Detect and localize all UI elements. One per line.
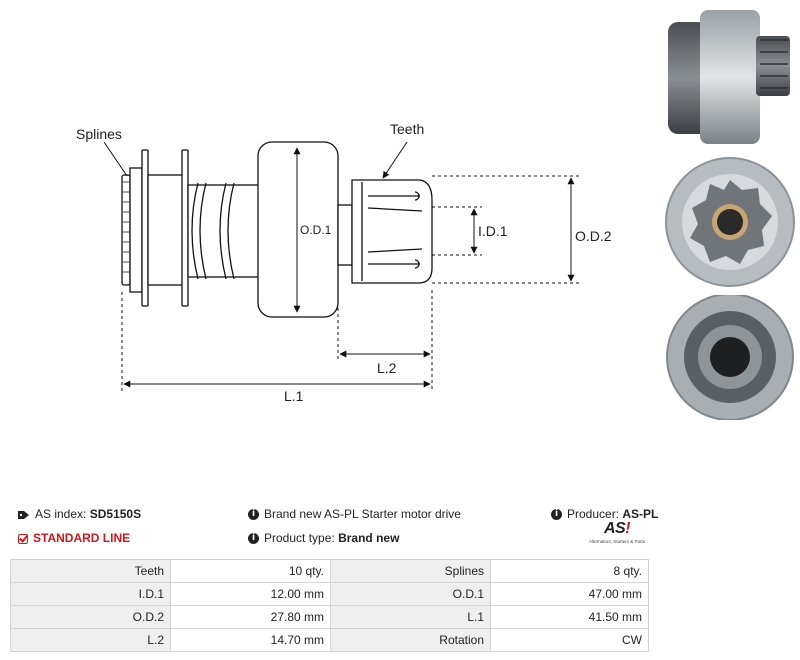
- logo-mark-b: !: [625, 520, 631, 537]
- technical-drawing: Splines Teeth O.D.1 I.D.1 O.D.2 L.2 L.1: [76, 121, 612, 404]
- label-splines: Splines: [76, 126, 122, 142]
- product-type-value: Brand new: [338, 531, 400, 545]
- dimension-lines: [103, 141, 580, 392]
- spec-value: 12.00 mm: [170, 582, 331, 606]
- label-od1: O.D.1: [300, 223, 332, 237]
- table-row: Teeth 10 qty. Splines 8 qty.: [10, 559, 649, 583]
- standard-line-badge: STANDARD LINE: [18, 531, 130, 545]
- spec-value: 41.50 mm: [490, 605, 649, 629]
- label-od2: O.D.2: [575, 228, 612, 244]
- dimension-labels: Splines Teeth O.D.1 I.D.1 O.D.2 L.2 L.1: [76, 121, 612, 404]
- standard-line-label: STANDARD LINE: [33, 531, 131, 545]
- info-icon: i: [248, 509, 259, 521]
- table-row: I.D.1 12.00 mm O.D.1 47.00 mm: [10, 582, 649, 606]
- info-icon: i: [551, 509, 562, 521]
- label-teeth: Teeth: [390, 121, 424, 137]
- spec-value: 10 qty.: [170, 559, 331, 583]
- spec-value: CW: [490, 628, 649, 652]
- producer-label: Producer:: [567, 507, 620, 521]
- as-index-line: AS index: SD5150S: [18, 507, 141, 521]
- spec-label: Splines: [330, 559, 491, 583]
- logo-tagline: Alternators, Starters & Parts: [588, 539, 646, 544]
- spec-label: O.D.2: [10, 605, 171, 629]
- starter-drive-outline: [121, 141, 433, 318]
- as-index-label: AS index:: [35, 507, 87, 521]
- as-pl-logo: AS! Alternators, Starters & Parts: [582, 520, 652, 552]
- spec-value: 27.80 mm: [170, 605, 331, 629]
- label-id1: I.D.1: [478, 223, 508, 239]
- product-type-label: Product type:: [264, 531, 335, 545]
- checkbox-icon: [18, 533, 28, 544]
- spec-label: I.D.1: [10, 582, 171, 606]
- description-line: i Brand new AS-PL Starter motor drive: [248, 507, 461, 521]
- spec-label: L.2: [10, 628, 171, 652]
- spec-label: Teeth: [10, 559, 171, 583]
- spec-value: 14.70 mm: [170, 628, 331, 652]
- product-photo-side: [668, 10, 790, 144]
- producer-value: AS-PL: [622, 507, 659, 521]
- table-row: O.D.2 27.80 mm L.1 41.50 mm: [10, 605, 649, 629]
- as-index-value: SD5150S: [89, 507, 142, 521]
- product-type-line: i Product type: Brand new: [248, 531, 399, 545]
- spec-table: Teeth 10 qty. Splines 8 qty. I.D.1 12.00…: [10, 559, 649, 652]
- logo-mark-a: AS: [603, 520, 626, 537]
- tag-icon: [18, 510, 29, 519]
- info-icon: i: [248, 533, 259, 545]
- product-description: Brand new AS-PL Starter motor drive: [264, 507, 461, 521]
- spec-value: 47.00 mm: [490, 582, 649, 606]
- label-l2: L.2: [377, 360, 397, 376]
- label-l1: L.1: [284, 388, 304, 404]
- spec-label: Rotation: [330, 628, 491, 652]
- producer-line: i Producer: AS-PL: [551, 507, 658, 521]
- spec-label: L.1: [330, 605, 491, 629]
- product-photo-back: [666, 295, 794, 420]
- spec-label: O.D.1: [330, 582, 491, 606]
- spec-value: 8 qty.: [490, 559, 649, 583]
- product-photo-front: [665, 157, 795, 287]
- table-row: L.2 14.70 mm Rotation CW: [10, 628, 649, 652]
